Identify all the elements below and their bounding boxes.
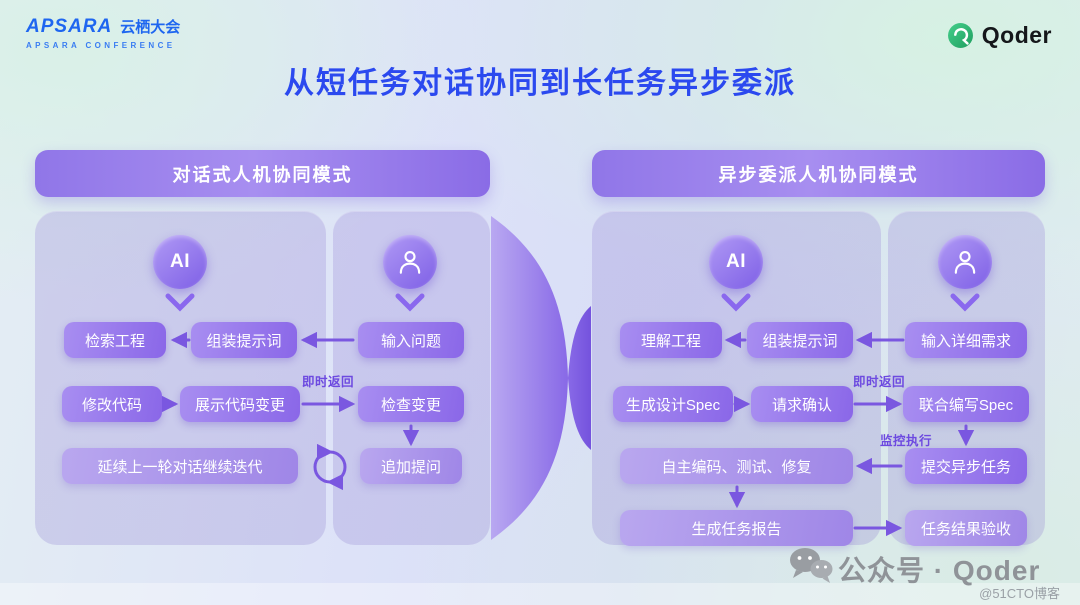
node-generate-report: 生成任务报告 xyxy=(620,510,853,546)
node-show-code-changes: 展示代码变更 xyxy=(180,386,300,422)
node-input-requirements: 输入详细需求 xyxy=(905,322,1027,358)
label-instant-return-left: 即时返回 xyxy=(301,375,354,389)
node-continue-iterate: 延续上一轮对话继续迭代 xyxy=(62,448,298,484)
node-submit-async-task: 提交异步任务 xyxy=(905,448,1027,484)
right-ai-badge-text: AI xyxy=(726,251,746,272)
wechat-icon xyxy=(790,548,833,583)
node-generate-spec: 生成设计Spec xyxy=(613,386,733,422)
apsara-subtitle: APSARA CONFERENCE xyxy=(26,41,176,50)
node-co-write-spec: 联合编写Spec xyxy=(903,386,1029,422)
node-check-changes: 检查变更 xyxy=(358,386,464,422)
node-assemble-prompt-right: 组装提示词 xyxy=(747,322,853,358)
left-panel-header: 对话式人机协同模式 xyxy=(35,150,490,197)
watermark: @51CTO博客 xyxy=(979,586,1060,601)
person-icon xyxy=(954,251,976,274)
qoder-icon xyxy=(947,23,973,48)
apsara-brand-name: APSARA xyxy=(26,16,113,37)
page-title: 从短任务对话协同到长任务异步委派 xyxy=(284,67,796,100)
node-retrieve-project: 检索工程 xyxy=(64,322,166,358)
qoder-logo: Qoder xyxy=(947,22,1052,49)
apsara-brand-cn: 云栖大会 xyxy=(120,19,181,36)
label-instant-return-right: 即时返回 xyxy=(852,375,905,389)
node-request-confirm: 请求确认 xyxy=(751,386,853,422)
node-modify-code: 修改代码 xyxy=(62,386,162,422)
apsara-logo: APSARA 云栖大会 APSARA CONFERENCE xyxy=(26,16,180,50)
left-ai-badge-text: AI xyxy=(170,251,190,272)
bottom-strip xyxy=(0,583,1080,605)
node-auto-code-test-fix: 自主编码、测试、修复 xyxy=(620,448,853,484)
person-icon xyxy=(399,251,421,274)
qoder-label: Qoder xyxy=(981,22,1052,48)
right-user-icon xyxy=(938,235,992,289)
label-monitor-execution: 监控执行 xyxy=(879,434,932,448)
node-understand-project: 理解工程 xyxy=(620,322,722,358)
node-follow-up: 追加提问 xyxy=(360,448,462,484)
right-ai-badge: AI xyxy=(709,235,763,289)
right-panel-header: 异步委派人机协同模式 xyxy=(592,150,1045,197)
left-user-icon xyxy=(383,235,437,289)
node-input-question: 输入问题 xyxy=(358,322,464,358)
wechat-account-label: 公众号 · Qoder xyxy=(838,555,1041,586)
node-accept-result: 任务结果验收 xyxy=(905,510,1027,546)
left-ai-badge: AI xyxy=(153,235,207,289)
node-assemble-prompt: 组装提示词 xyxy=(191,322,297,358)
